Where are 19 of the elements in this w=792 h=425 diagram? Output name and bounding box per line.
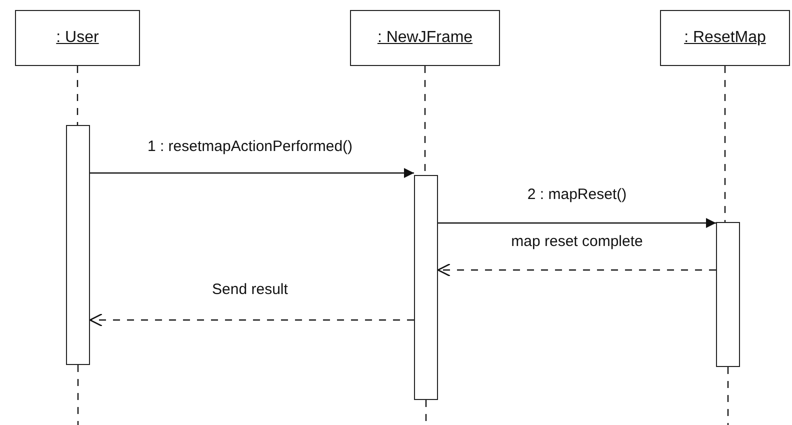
activation-bar	[66, 125, 90, 365]
lifeline-header-box	[15, 10, 140, 66]
lifeline-header-box	[350, 10, 500, 66]
lifeline	[76, 66, 78, 125]
activation-bar	[414, 175, 438, 400]
lifeline-header-box	[660, 10, 790, 66]
lifeline	[727, 367, 729, 425]
message-arrow	[438, 218, 716, 228]
object-name: : NewJFrame	[377, 29, 473, 47]
return-message-arrow	[89, 313, 414, 327]
object-name: : ResetMap	[684, 29, 766, 47]
lifeline	[724, 66, 726, 222]
return-message-arrow	[437, 263, 716, 277]
message-label: 2 : mapReset()	[525, 186, 629, 203]
message-arrow	[90, 168, 414, 178]
lifeline	[77, 365, 79, 425]
activation-bar	[716, 222, 740, 367]
message-label: map reset complete	[509, 233, 645, 250]
object-name: : User	[56, 29, 99, 47]
